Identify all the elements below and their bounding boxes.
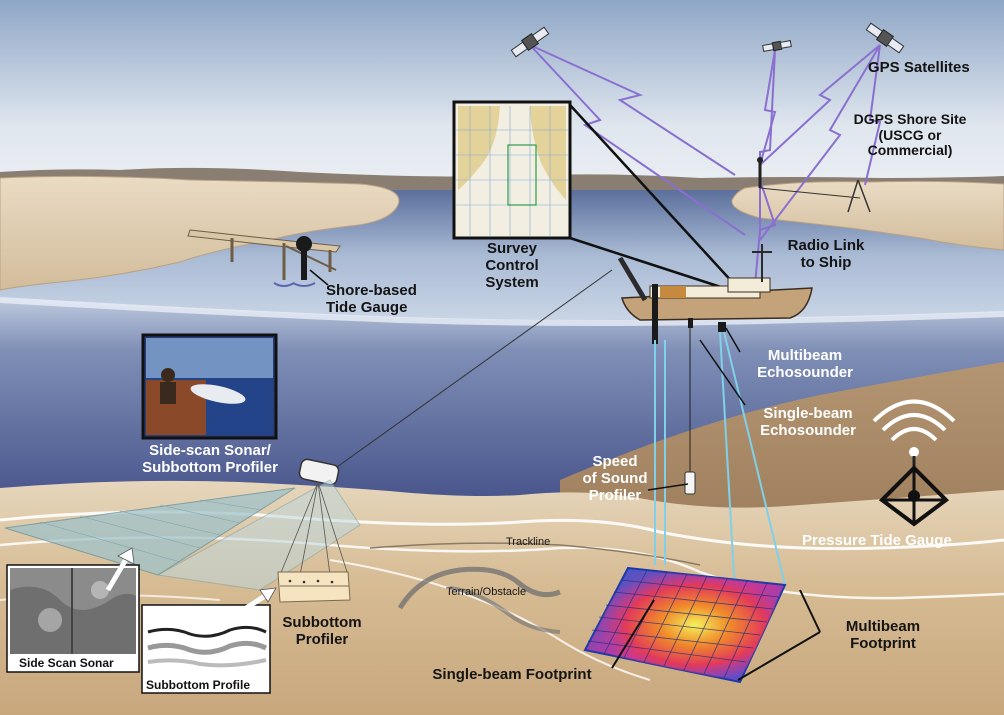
label-radio-link: Radio Link to Ship (787, 237, 865, 271)
label-single-beam-footprint: Single-beam Footprint (432, 666, 592, 683)
arrow-icon (238, 587, 277, 615)
arrow-icon (105, 547, 135, 592)
subbottom-block (277, 571, 351, 603)
terrain-obstacle-2 (449, 586, 561, 634)
towfish-icon (298, 458, 340, 486)
gps-satellite-links (529, 44, 882, 241)
label-subbottom-profiler: Subbottom Profiler (282, 614, 362, 648)
sea-surface (0, 297, 1004, 326)
label-multibeam-footprint: Multibeam Footprint (845, 618, 921, 652)
swath-lines (39, 499, 263, 563)
label-pressure-tide-gauge: Pressure Tide Gauge (802, 532, 952, 549)
pressure-gauge-icon (872, 399, 956, 527)
single-beam-pointer (611, 599, 655, 669)
tide-gauge-icon (273, 236, 316, 287)
chart-link-line (569, 104, 736, 286)
satellite-icon (510, 26, 550, 58)
side-scan-photo (141, 333, 278, 440)
label-side-scan-sonar-image: Side Scan Sonar (19, 656, 114, 670)
footprint-pointer (799, 589, 821, 633)
label-multibeam-echosounder: Multibeam Echosounder (757, 347, 853, 381)
leader-lines (309, 269, 746, 491)
label-side-scan-subbottom: Side-scan Sonar/ Subbottom Profiler (142, 442, 278, 476)
terrain-obstacle (397, 566, 561, 610)
swath-right (156, 479, 361, 591)
label-terrain-obstacle: Terrain/Obstacle (446, 586, 527, 598)
footprint-pointer-2 (737, 631, 821, 681)
label-single-beam-echosounder: Single-beam Echosounder (760, 405, 856, 439)
label-survey-control-system: Survey Control System (485, 240, 539, 291)
ship-icon (617, 244, 813, 344)
label-trackline: Trackline (506, 536, 551, 548)
radio-link (754, 179, 777, 286)
label-gps-satellites: GPS Satellites (868, 59, 970, 76)
label-subbottom-profile-image: Subbottom Profile (146, 678, 250, 692)
label-dgps-shore-site: DGPS Shore Site (USCG or Commercial) (853, 111, 967, 159)
subbottom-cone (279, 481, 349, 576)
side-scan-swath (4, 487, 296, 576)
survey-control-chart (452, 100, 572, 240)
trackline-path (369, 542, 701, 566)
dgps-antenna-icon (757, 157, 871, 213)
right-shore (731, 180, 1004, 251)
multibeam-footprint-grid (583, 566, 787, 684)
satellite-icon (865, 22, 905, 54)
subbottom-profile-image (141, 604, 271, 694)
speed-of-sound-probe (684, 471, 696, 495)
label-shore-tide-gauge: Shore-based Tide Gauge (326, 282, 417, 316)
tow-cable (329, 269, 613, 473)
label-speed-of-sound-profiler: Speed of Sound Profiler (582, 453, 648, 504)
satellite-icon (762, 40, 792, 52)
chart-link-line-2 (569, 236, 731, 292)
